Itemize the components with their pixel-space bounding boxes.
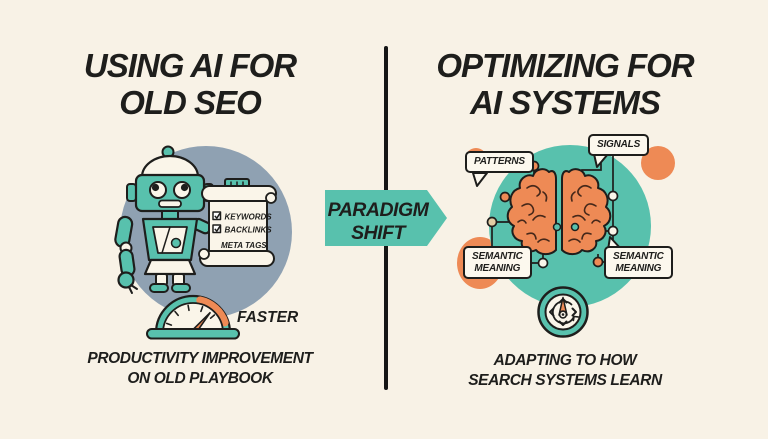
scroll-bottom-roll xyxy=(199,250,275,267)
compass-icon xyxy=(537,286,589,338)
checkmark-icon xyxy=(214,212,221,219)
scroll-bottom-curl xyxy=(198,248,210,260)
robot-pupil-left xyxy=(151,183,160,192)
circuit-node xyxy=(570,222,580,232)
semantic-meaning-left-bubble: SEMANTIC MEANING xyxy=(463,246,532,279)
checkmark-icon xyxy=(214,225,221,232)
circuit-node xyxy=(592,256,604,268)
right-title-line1: OPTIMIZING FOR xyxy=(436,47,694,84)
gauge-orange-arc xyxy=(196,296,229,327)
scroll-item-meta-tags: META TAGS xyxy=(221,241,267,250)
compass-rotation-arrow xyxy=(551,300,575,325)
robot-mouth xyxy=(158,199,182,208)
orange-blob-topright xyxy=(641,146,675,180)
brain-folds xyxy=(517,184,550,243)
scroll-top-roll xyxy=(201,185,277,202)
semantic-right-line2: MEANING xyxy=(615,262,662,274)
right-caption-line1: ADAPTING TO HOW xyxy=(493,352,637,369)
circuit-node xyxy=(486,216,498,228)
robot-panel-dot xyxy=(170,237,182,249)
arrow-shape xyxy=(325,190,447,246)
gauge-inner xyxy=(162,302,224,334)
scroll-item-keywords: KEYWORDS xyxy=(225,213,273,222)
right-caption: ADAPTING TO HOW SEARCH SYSTEMS LEARN xyxy=(415,351,715,390)
circuit-node xyxy=(537,257,549,269)
gauge-base xyxy=(146,328,240,340)
circuit-node xyxy=(499,191,511,203)
old-seo-illustration: KEYWORDS BACKLINKS META TAGS FASTER xyxy=(114,145,299,340)
semantic-left-line2: MEANING xyxy=(474,262,521,274)
checkbox-icon xyxy=(212,211,222,221)
left-title-line1: USING AI FOR xyxy=(83,47,297,84)
left-caption: PRODUCTIVITY IMPROVEMENT ON OLD PLAYBOOK xyxy=(50,349,350,388)
robot-foot-left xyxy=(149,283,169,293)
robot-hand xyxy=(117,271,135,289)
semantic-meaning-right-bubble: SEMANTIC MEANING xyxy=(604,246,673,279)
speedometer-icon: FASTER xyxy=(146,294,299,340)
left-title-line2: OLD SEO xyxy=(119,84,262,121)
bubble-tail xyxy=(472,172,488,187)
compass-arrowhead xyxy=(572,315,579,322)
right-title: OPTIMIZING FOR AI SYSTEMS xyxy=(415,47,715,121)
scroll-item-backlinks: BACKLINKS xyxy=(225,226,273,235)
compass-hub-dot xyxy=(561,313,565,316)
circuit-node xyxy=(552,222,562,232)
patterns-bubble: PATTERNS xyxy=(465,151,534,173)
robot-neck xyxy=(161,210,179,220)
robot-chest-panel xyxy=(152,226,188,254)
robot-foot-right xyxy=(171,283,191,293)
circuit-nodes xyxy=(486,160,619,269)
paradigm-shift-arrow: PARADIGM SHIFT xyxy=(325,190,447,246)
semantic-right-line1: SEMANTIC xyxy=(613,251,664,262)
left-caption-line1: PRODUCTIVITY IMPROVEMENT xyxy=(87,350,313,367)
robot-hip xyxy=(143,258,197,276)
arrow-label-line1: PARADIGM xyxy=(328,199,430,221)
semantic-left-line1: SEMANTIC xyxy=(472,251,523,262)
robot-panel-line xyxy=(161,226,171,254)
arrow-label-line2: SHIFT xyxy=(351,222,407,244)
gauge-ticks xyxy=(165,304,216,326)
scroll-top-curl xyxy=(265,192,277,204)
checkbox-icon xyxy=(212,224,222,234)
signals-bubble: SIGNALS xyxy=(588,134,650,156)
right-caption-line2: SEARCH SYSTEMS LEARN xyxy=(468,371,662,389)
robot-ear-left xyxy=(126,183,137,202)
patterns-label: PATTERNS xyxy=(474,156,525,167)
scroll-icon: KEYWORDS BACKLINKS META TAGS xyxy=(198,178,277,267)
circuit-node xyxy=(607,225,619,237)
faster-label: FASTER xyxy=(237,309,299,326)
signals-label: SIGNALS xyxy=(597,139,641,150)
robot-fingers xyxy=(128,284,138,294)
robot-dome xyxy=(140,154,200,179)
left-title: USING AI FOR OLD SEO xyxy=(40,47,340,121)
left-caption-line2: ON OLD PLAYBOOK xyxy=(127,369,273,387)
circuit-node xyxy=(607,190,619,202)
right-title-line2: AI SYSTEMS xyxy=(470,84,661,121)
robot-icon xyxy=(114,145,214,294)
robot-pupil-right xyxy=(180,183,189,192)
